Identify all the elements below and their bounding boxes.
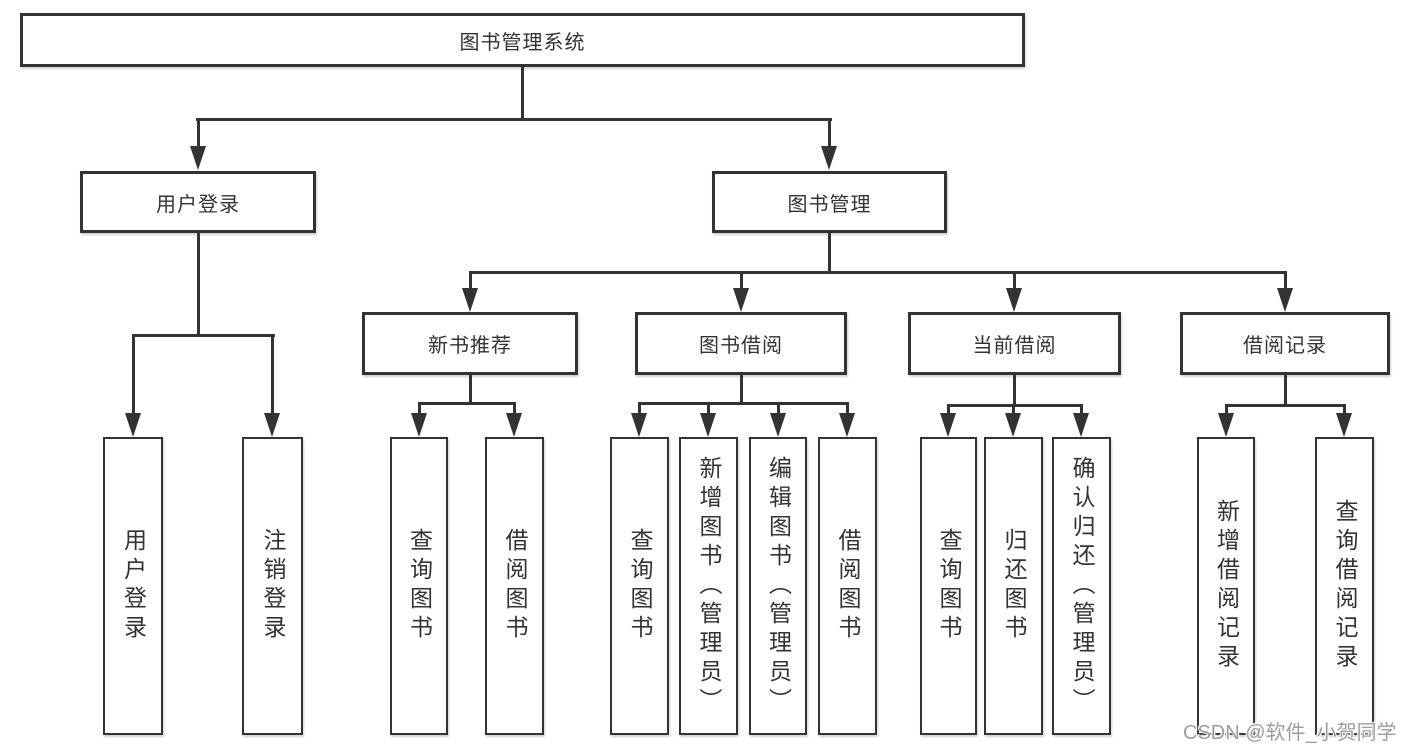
- arrowhead-bb-add: [700, 413, 716, 437]
- edge-drop-bb-add: [707, 402, 710, 414]
- arrowhead-bb-edit: [770, 413, 786, 437]
- arrowhead-cb-query: [940, 413, 956, 437]
- edge-drop-book-borrow: [740, 271, 743, 289]
- leaf-bb-borrow-books-label: 借阅图书: [835, 528, 861, 644]
- arrowhead-br-add: [1218, 413, 1234, 437]
- node-book-mgmt: 图书管理: [712, 171, 947, 233]
- arrowhead-borrow-record: [1277, 288, 1293, 312]
- leaf-logout: 注销登录: [242, 437, 303, 735]
- edge-drop-current-borrow: [1013, 271, 1016, 289]
- arrowhead-book-mgmt: [821, 146, 837, 170]
- arrowhead-book-borrow: [733, 288, 749, 312]
- edge-drop-cb-confirm: [1080, 404, 1083, 414]
- node-book-mgmt-label: 图书管理: [787, 193, 872, 216]
- arrowhead-bb-borrow: [839, 413, 855, 437]
- edge-book-borrow-trunk: [740, 375, 743, 403]
- leaf-cb-confirm-return: 确认归还（管理员）: [1052, 437, 1111, 735]
- leaf-cb-return-books-label: 归还图书: [1001, 528, 1027, 644]
- leaf-br-add-record-label: 新增借阅记录: [1213, 499, 1240, 673]
- leaf-bb-edit-books: 编辑图书（管理员）: [749, 437, 807, 735]
- arrowhead-bb-query: [631, 413, 647, 437]
- leaf-bb-borrow-books: 借阅图书: [818, 437, 877, 735]
- arrowhead-cb-confirm: [1073, 413, 1089, 437]
- edge-borrow-record-trunk: [1284, 375, 1287, 405]
- arrowhead-rec-borrow: [506, 413, 522, 437]
- leaf-bb-add-books: 新增图书（管理员）: [679, 437, 738, 735]
- leaf-br-query-record: 查询借阅记录: [1315, 437, 1374, 735]
- edge-new-book-rec-rail: [418, 402, 516, 405]
- edge-current-borrow-rail: [947, 404, 1083, 407]
- leaf-cb-confirm-return-label: 确认归还（管理员）: [1069, 455, 1095, 717]
- node-borrow-record-label: 借阅记录: [1243, 335, 1327, 357]
- edge-user-login-rail: [132, 334, 275, 337]
- edge-drop-new-book-rec: [469, 271, 472, 289]
- leaf-cb-return-books: 归还图书: [984, 437, 1043, 735]
- edge-drop-bb-query: [638, 402, 641, 414]
- leaf-user-login-label: 用户登录: [120, 528, 147, 644]
- edge-drop-book-mgmt: [828, 118, 831, 150]
- arrowhead-new-book-rec: [462, 288, 478, 312]
- leaf-rec-borrow-books-label: 借阅图书: [502, 528, 528, 644]
- leaf-br-add-record: 新增借阅记录: [1197, 437, 1255, 735]
- arrowhead-current-borrow: [1006, 288, 1022, 312]
- arrowhead-br-query: [1336, 413, 1352, 437]
- edge-drop-br-query: [1343, 404, 1346, 414]
- node-root-label: 图书管理系统: [459, 31, 586, 54]
- node-new-book-rec-label: 新书推荐: [428, 335, 512, 357]
- arrowhead-cb-return: [1005, 413, 1021, 437]
- node-book-borrow: 图书借阅: [635, 312, 847, 375]
- leaf-cb-query-books: 查询图书: [920, 437, 977, 735]
- edge-book-mgmt-rail: [469, 271, 1287, 274]
- edge-drop-user-login: [197, 118, 200, 150]
- edge-new-book-rec-trunk: [469, 375, 472, 404]
- arrowhead-rec-query: [411, 413, 427, 437]
- edge-drop-cb-return: [1012, 404, 1015, 414]
- edge-drop-bb-borrow: [846, 402, 849, 414]
- leaf-cb-query-books-label: 查询图书: [936, 528, 962, 644]
- edge-book-mgmt-trunk: [828, 233, 831, 273]
- node-user-login: 用户登录: [80, 171, 316, 233]
- edge-drop-leaf-login: [132, 334, 135, 415]
- edge-drop-bb-edit: [777, 402, 780, 414]
- leaf-br-query-record-label: 查询借阅记录: [1332, 499, 1358, 673]
- arrowhead-leaf-logout: [264, 413, 280, 437]
- leaf-rec-query-books: 查询图书: [390, 437, 448, 735]
- node-borrow-record: 借阅记录: [1180, 312, 1390, 375]
- arrowhead-leaf-login: [125, 413, 141, 437]
- node-new-book-rec: 新书推荐: [362, 312, 578, 375]
- leaf-logout-label: 注销登录: [260, 528, 286, 644]
- edge-drop-rec-borrow: [513, 402, 516, 414]
- edge-drop-rec-query: [418, 402, 421, 414]
- edge-current-borrow-trunk: [1013, 375, 1016, 406]
- leaf-user-login: 用户登录: [103, 437, 163, 735]
- node-current-borrow: 当前借阅: [908, 312, 1121, 375]
- leaf-bb-edit-books-label: 编辑图书（管理员）: [765, 455, 792, 717]
- node-user-login-label: 用户登录: [156, 193, 240, 216]
- csdn-watermark: CSDN @软件_小贺同学: [1183, 722, 1397, 744]
- edge-borrow-record-rail: [1225, 404, 1345, 407]
- edge-root-rail: [196, 118, 832, 121]
- edge-root-trunk: [521, 67, 524, 119]
- leaf-bb-add-books-label: 新增图书（管理员）: [696, 455, 722, 717]
- leaf-rec-borrow-books: 借阅图书: [485, 437, 544, 735]
- node-current-borrow-label: 当前借阅: [972, 335, 1057, 357]
- node-book-borrow-label: 图书借阅: [699, 335, 783, 357]
- edge-drop-borrow-record: [1284, 271, 1287, 289]
- leaf-rec-query-books-label: 查询图书: [406, 528, 433, 644]
- edge-drop-leaf-logout: [271, 334, 274, 415]
- edge-book-borrow-rail: [638, 402, 848, 405]
- leaf-bb-query-books: 查询图书: [610, 437, 669, 735]
- leaf-bb-query-books-label: 查询图书: [627, 528, 653, 644]
- edge-drop-br-add: [1225, 404, 1228, 414]
- edge-drop-cb-query: [947, 404, 950, 414]
- edge-user-login-trunk: [197, 233, 200, 335]
- node-root: 图书管理系统: [20, 13, 1025, 67]
- arrowhead-user-login: [190, 146, 206, 170]
